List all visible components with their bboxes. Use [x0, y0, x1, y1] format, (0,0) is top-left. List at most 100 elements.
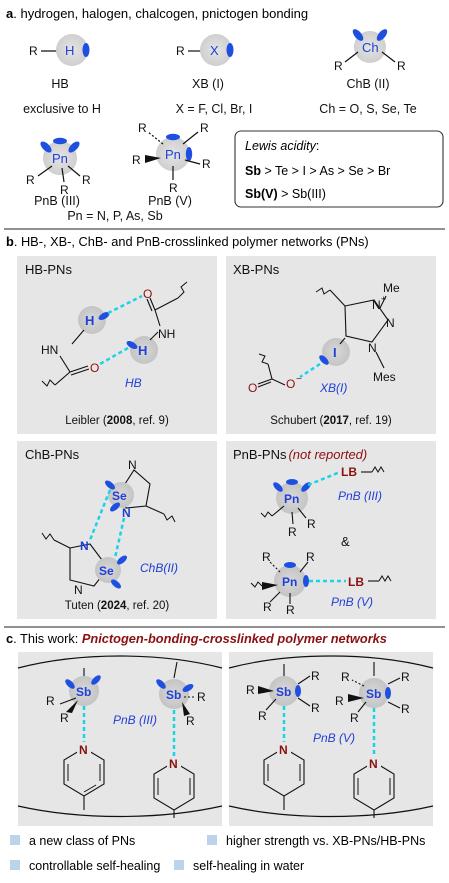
chb-motif: Ch R R ChB (II) Ch = O, S, Se, Te [319, 29, 417, 116]
feature-1: a new class of PNs [29, 834, 135, 848]
sigma-hole-icon [53, 137, 67, 145]
xb-o: O [248, 381, 257, 395]
pnb-pn-top: Pn [284, 492, 299, 506]
hb-r: R [29, 44, 38, 58]
chb-se-bottom: Se [99, 564, 114, 578]
xb-n: N [386, 316, 395, 330]
pnb-r-d: R [306, 550, 315, 564]
lewis-row1: > Te > I > As > Se > Br [261, 164, 390, 178]
chb-bond-1 [88, 489, 112, 541]
pnb-r-e: R [263, 600, 272, 614]
pnb3-atom: Pn [52, 151, 68, 166]
hb-atom: H [65, 43, 74, 58]
pnb-lb-top: LB [341, 465, 357, 479]
hb-ref-year: 2008 [107, 415, 133, 427]
bullet-square-icon [207, 835, 217, 845]
c-r-13: R [350, 711, 359, 725]
xb-ref-author: Schubert ( [270, 415, 323, 427]
lewis-row2-bold: Sb(V) [245, 187, 278, 201]
pnb-pn-bottom: Pn [282, 575, 297, 589]
hb-h-top: H [85, 313, 94, 328]
lewis-row2: > Sb(III) [278, 187, 326, 201]
feature-2: higher strength vs. XB-PNs/HB-PNs [226, 834, 425, 848]
section-c-letter: c [6, 631, 13, 646]
xb-plus: + [381, 294, 386, 304]
sb5-unit-2: Sb R R R R R [335, 662, 410, 760]
hb-sphere [56, 34, 88, 66]
pyridine-1: N [63, 742, 105, 810]
svg-text:b. HB-, XB-, ChB- and PnB-cros: b. HB-, XB-, ChB- and PnB-crosslinked po… [6, 234, 369, 249]
c-r-10: R [335, 694, 344, 708]
c-r-11: R [401, 670, 410, 684]
pyridine-2: N [153, 756, 195, 818]
hb-bond-bottom [99, 346, 129, 366]
chb-n-top: N [128, 458, 137, 472]
hb-o-top: O [143, 287, 152, 301]
xb-n-plus: N [372, 298, 381, 312]
xb-minus: − [296, 374, 302, 385]
c-bond5-label: PnB (V) [313, 731, 355, 745]
sigma-hole-icon [376, 29, 388, 41]
pnb-panel-content: PnB-PNs(not reported) Pn R R LB PnB (III… [233, 447, 392, 617]
pnb5-r2: R [200, 121, 209, 135]
pnb3-motif: Pn R R R PnB (III) [26, 137, 91, 208]
chb-r2: R [397, 59, 406, 73]
sb3-unit-2: Sb R R [156, 661, 206, 760]
pnb-r-c: R [262, 550, 271, 564]
section-c: c. This work: Pnictogen-bonding-crosslin… [6, 631, 434, 826]
sb3-unit-1: Sb R R [46, 668, 101, 746]
xb-note: X = F, Cl, Br, I [176, 102, 253, 116]
hb-bond-label: HB [125, 376, 142, 390]
hb-note: exclusive to H [23, 102, 101, 116]
pnb-r-a: R [307, 517, 316, 531]
chb-ref-year: 2024 [101, 600, 127, 612]
pnb5-r4: R [202, 157, 211, 171]
hb-ref-author: Leibler ( [65, 415, 107, 427]
c-r-3: R [197, 690, 206, 704]
pyridine-4: N [353, 756, 395, 818]
svg-text:PnB-PNs(not reported): PnB-PNs(not reported) [233, 447, 367, 462]
sigma-hole-icon [352, 29, 364, 41]
hb-nh-right: NH [158, 327, 175, 341]
c-n-4: N [369, 757, 378, 771]
pnb5-r1: R [138, 121, 147, 135]
xb-o-minus: O [286, 377, 295, 391]
c-r-2: R [60, 711, 69, 725]
sigma-hole-icon [82, 43, 90, 57]
bullet-square-icon [174, 860, 184, 870]
pnb-lb-bottom: LB [348, 575, 364, 589]
section-b: b. HB-, XB-, ChB- and PnB-crosslinked po… [6, 234, 436, 619]
c-r-9: R [341, 670, 350, 684]
chb-r1: R [334, 59, 343, 73]
bullet-square-icon [10, 835, 20, 845]
chb-atom: Ch [362, 40, 379, 55]
pnb3-bond-label: PnB (III) [338, 489, 382, 503]
xb-sphere [200, 34, 232, 66]
bullet-square-icon [10, 860, 20, 870]
c-r-1: R [46, 694, 55, 708]
xb-i: I [333, 345, 337, 360]
pnb3-label: PnB (III) [34, 194, 80, 208]
section-a: a. hydrogen, halogen, chalcogen, pnictog… [6, 6, 444, 223]
pnb-r-b: R [288, 525, 297, 539]
sigma-hole-icon [40, 141, 52, 153]
polymer-box-right [229, 652, 433, 826]
hb-ref-rest: , ref. 9) [132, 415, 169, 427]
lewis-acidity-box: Lewis acidity: Sb > Te > I > As > Se > B… [234, 130, 444, 208]
chb-se-top: Se [112, 489, 127, 503]
chb-n-bottom: N [74, 583, 83, 597]
pnb3-r3: R [60, 183, 69, 197]
chb-n-mid: N [122, 506, 131, 520]
pnb5-bond-label: PnB (V) [331, 595, 373, 609]
pnb3-r1: R [26, 173, 35, 187]
section-c-title-em: Pnictogen-bonding-crosslinked polymer ne… [82, 631, 387, 646]
c-bond3-label: PnB (III) [113, 713, 157, 727]
xb-ref-rest: , ref. 19) [349, 415, 392, 427]
c-r-7: R [311, 701, 320, 715]
c-sb-2: Sb [166, 688, 181, 702]
xb-label: XB (I) [192, 77, 224, 91]
hb-o-bottom: O [90, 361, 99, 375]
chb-n-low: N [80, 539, 89, 553]
xb-panel-title: XB-PNs [233, 262, 280, 277]
